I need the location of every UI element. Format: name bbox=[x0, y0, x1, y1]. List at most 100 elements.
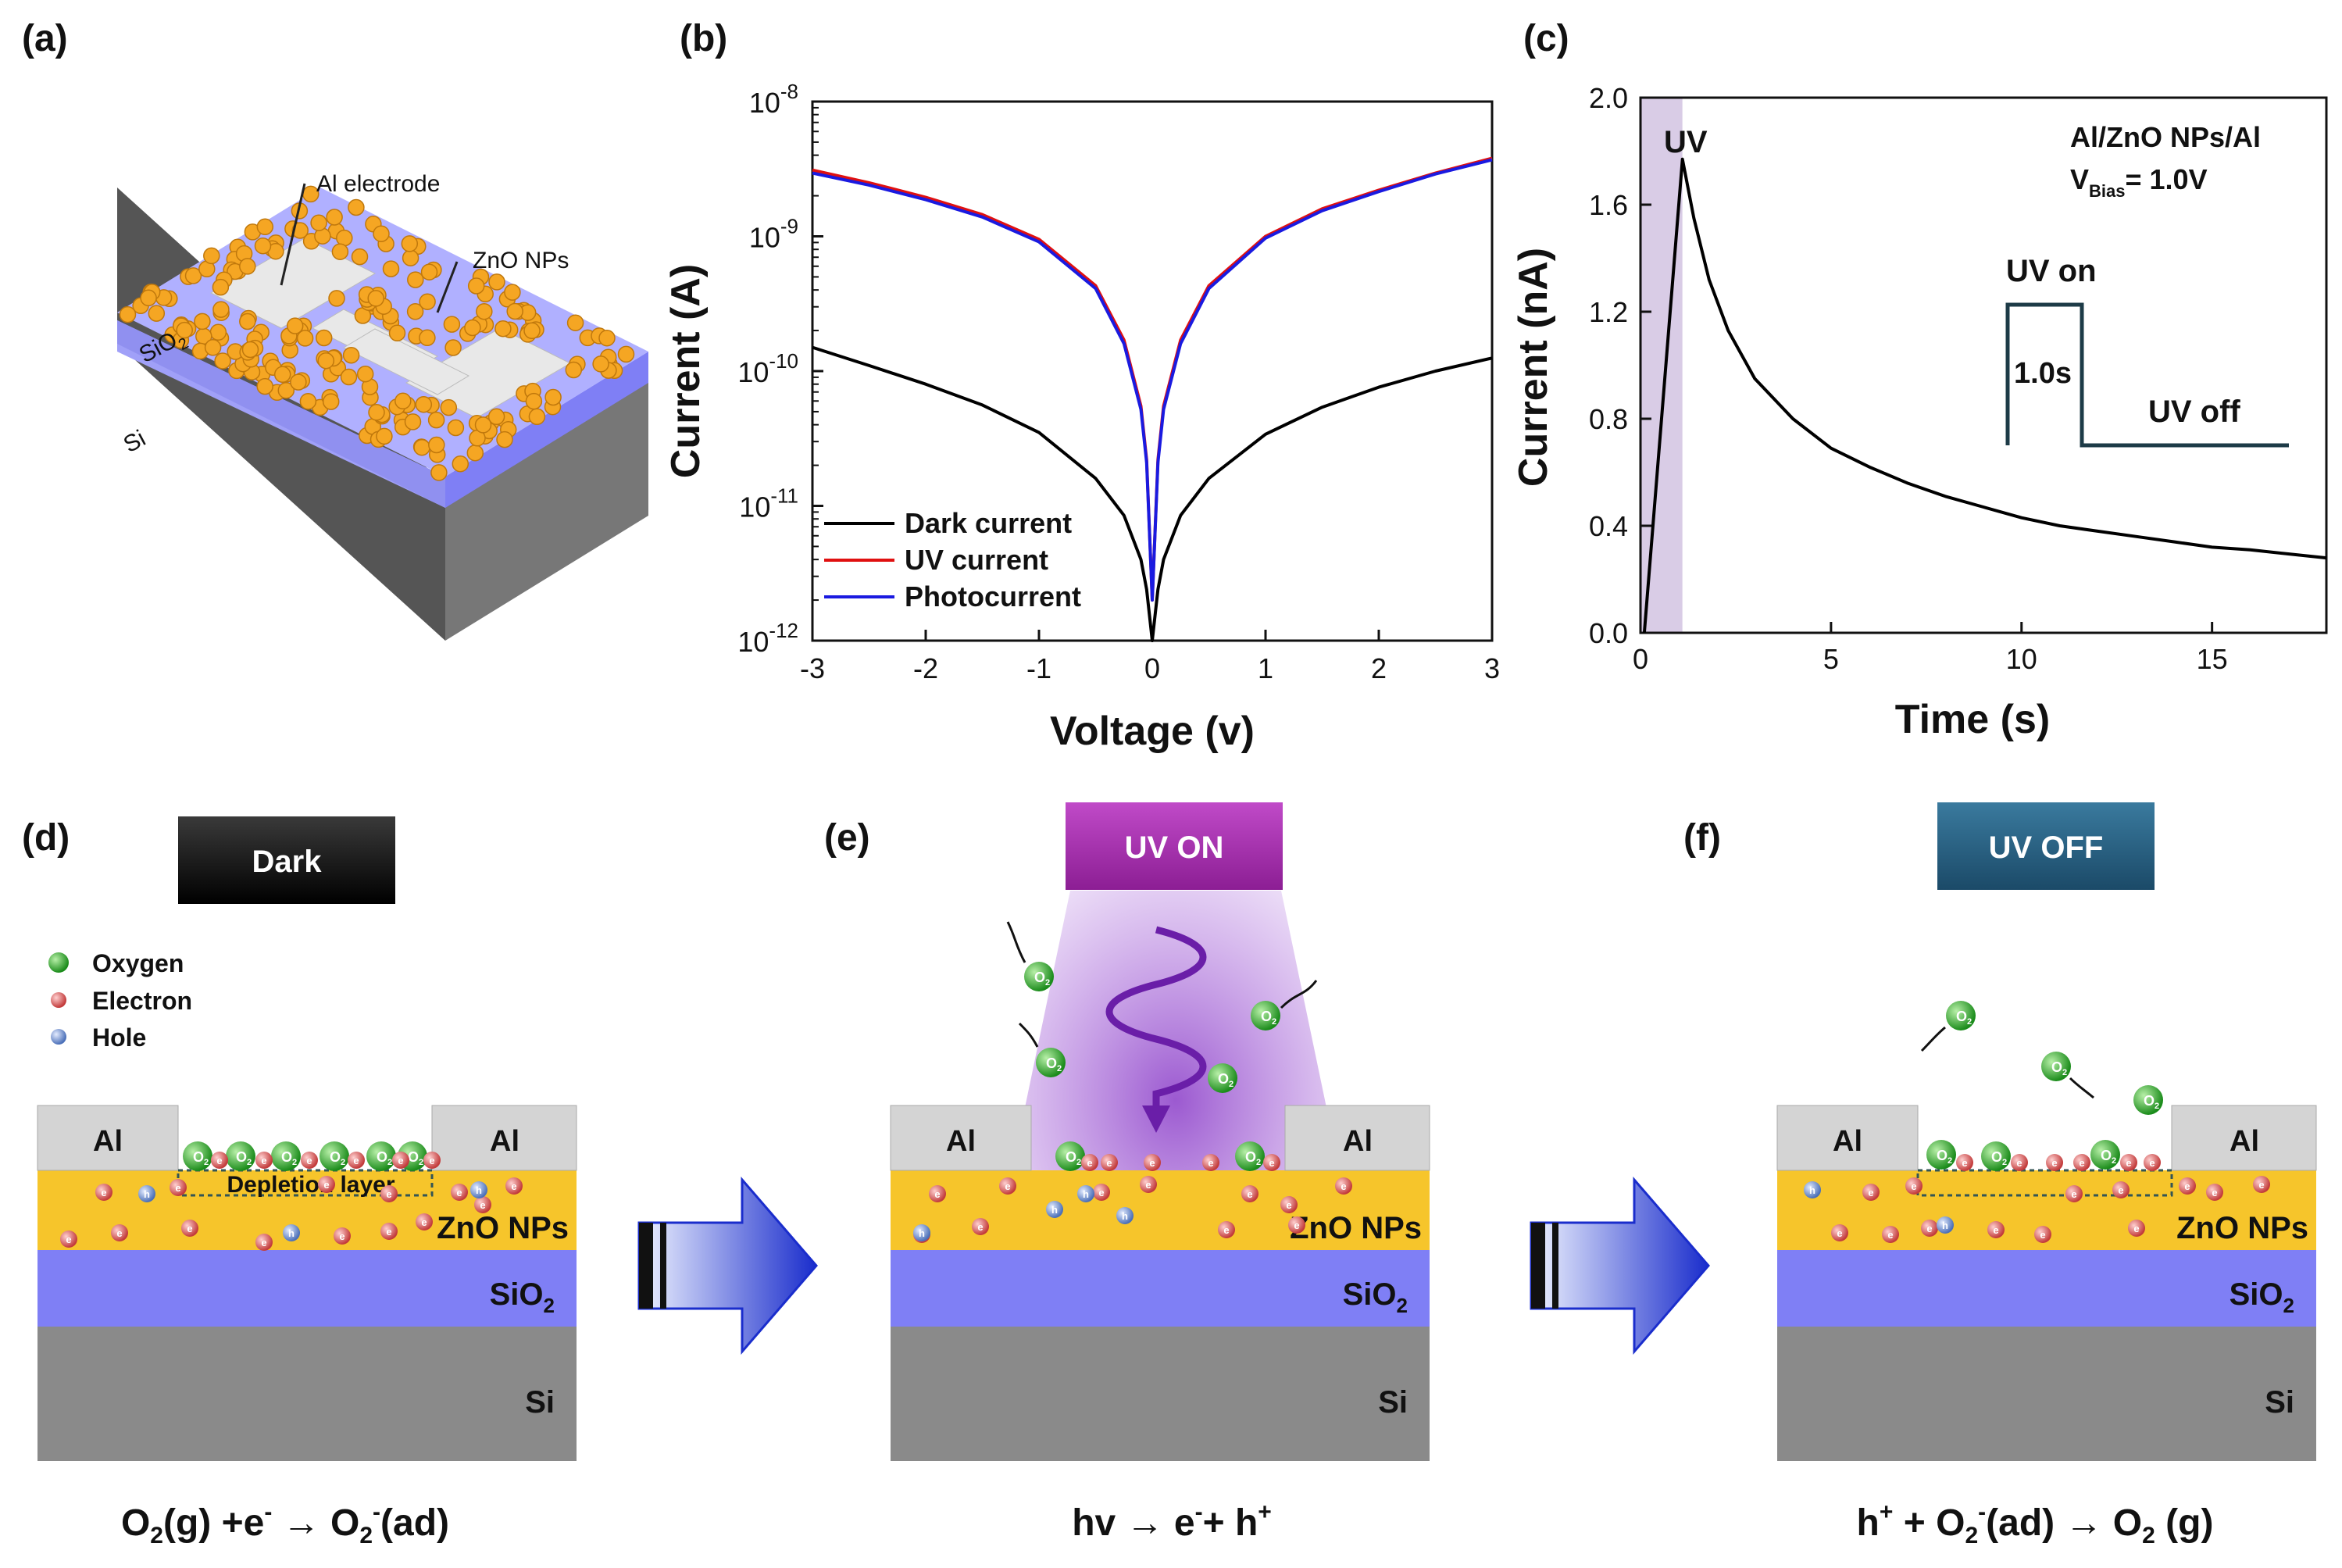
svg-text:e: e bbox=[2212, 1187, 2217, 1198]
svg-text:e: e bbox=[1286, 1199, 1291, 1211]
oxygen-molecule: O2 bbox=[366, 1141, 396, 1171]
svg-text:O2: O2 bbox=[408, 1149, 423, 1167]
nanoparticle bbox=[342, 346, 360, 364]
equation-uv-on: hv → e-+ h+ bbox=[1072, 1499, 1272, 1544]
si-layer-label: Si bbox=[120, 426, 150, 459]
iv-series-photo bbox=[812, 158, 1493, 602]
transient-series bbox=[1642, 157, 2327, 634]
bias-info: VBias= 1.0V bbox=[2070, 163, 2208, 201]
svg-text:e: e bbox=[2079, 1157, 2084, 1169]
electron-particle: e bbox=[2120, 1154, 2137, 1171]
electron-particle: e bbox=[2073, 1154, 2090, 1171]
svg-text:O2: O2 bbox=[377, 1149, 392, 1167]
electron-particle: e bbox=[1987, 1221, 2005, 1238]
hole-particle: h bbox=[913, 1224, 930, 1241]
nanoparticle bbox=[394, 392, 412, 410]
svg-text:e: e bbox=[2126, 1157, 2131, 1169]
oxygen-molecule: O2 bbox=[320, 1141, 349, 1171]
electron-particle: e bbox=[2112, 1181, 2130, 1198]
desorption-arrow bbox=[2069, 1077, 2094, 1099]
legend-electron-label: Electron bbox=[92, 987, 192, 1015]
nanoparticle bbox=[310, 214, 327, 231]
nanoparticle bbox=[488, 273, 505, 291]
oxygen-molecule: O2 bbox=[2133, 1085, 2163, 1115]
legend-label-dark: Dark current bbox=[905, 507, 1072, 539]
legend-hole-icon bbox=[51, 1029, 66, 1045]
nanoparticle bbox=[566, 314, 584, 331]
svg-text:e: e bbox=[934, 1188, 940, 1200]
svg-text:h: h bbox=[1809, 1184, 1815, 1196]
iv-series-lines bbox=[812, 156, 1493, 642]
svg-text:e: e bbox=[386, 1226, 391, 1238]
transient-x-axis-title: Time (s) bbox=[1895, 697, 2050, 742]
nanoparticle bbox=[402, 249, 419, 266]
svg-text:e: e bbox=[2016, 1157, 2022, 1169]
svg-text:h: h bbox=[1942, 1220, 1948, 1231]
al-label-left: Al bbox=[93, 1125, 123, 1158]
si-side-face bbox=[445, 359, 648, 641]
nanoparticle bbox=[413, 438, 430, 456]
svg-text:e: e bbox=[2133, 1223, 2139, 1234]
sio2-front-edge bbox=[117, 320, 445, 508]
nanoparticle bbox=[487, 408, 505, 426]
zno-layer-label: ZnO NPs bbox=[2176, 1211, 2308, 1245]
al-electrode-right bbox=[2171, 1105, 2317, 1171]
nanoparticle bbox=[452, 455, 469, 473]
transient-y-tick-label: 1.2 bbox=[1589, 296, 1628, 328]
svg-text:O2: O2 bbox=[236, 1149, 252, 1167]
nanoparticle bbox=[476, 302, 493, 320]
sio2-side-face bbox=[445, 352, 648, 508]
electrode-leader-line bbox=[280, 183, 306, 286]
svg-text:h: h bbox=[476, 1184, 482, 1196]
iv-y-tick-label: 10-10 bbox=[737, 349, 798, 388]
nanoparticle bbox=[204, 339, 222, 356]
pulse-off-label: UV off bbox=[2148, 395, 2240, 429]
nanoparticle bbox=[406, 303, 424, 320]
zno-layer-label: ZnO NPs bbox=[437, 1211, 569, 1245]
svg-text:e: e bbox=[323, 1179, 329, 1191]
si-layer-label: Si bbox=[1378, 1385, 1408, 1420]
desorption-arrow bbox=[1006, 921, 1026, 963]
uv-on-badge bbox=[1066, 802, 1283, 890]
electron-particle: e bbox=[2034, 1226, 2051, 1243]
pulse-width-label: 1.0s bbox=[2014, 357, 2072, 390]
svg-text:e: e bbox=[1911, 1180, 1916, 1192]
svg-text:e: e bbox=[2118, 1184, 2123, 1196]
electron-particle: e bbox=[929, 1185, 946, 1202]
svg-text:e: e bbox=[1208, 1157, 1213, 1169]
oxygen-molecule: O2 bbox=[2090, 1140, 2120, 1170]
electron-particle: e bbox=[1081, 1154, 1098, 1171]
svg-text:e: e bbox=[66, 1234, 71, 1245]
nanoparticle bbox=[322, 393, 340, 410]
svg-text:e: e bbox=[1868, 1187, 1873, 1198]
svg-text:O2: O2 bbox=[1034, 970, 1050, 988]
electron-particle: e bbox=[255, 1234, 273, 1251]
nanoparticle bbox=[430, 464, 448, 481]
svg-text:e: e bbox=[339, 1230, 345, 1242]
svg-text:O2: O2 bbox=[281, 1149, 297, 1167]
sio2-layer-label: SiO2 bbox=[490, 1277, 555, 1317]
nanoparticle bbox=[214, 352, 231, 370]
svg-text:e: e bbox=[456, 1187, 462, 1198]
hole-particle: h bbox=[1116, 1207, 1134, 1224]
nps-leader-line bbox=[436, 261, 459, 313]
desorption-arrow bbox=[1018, 1022, 1039, 1048]
panel-label-a: (a) bbox=[22, 18, 68, 59]
si-layer bbox=[37, 1327, 577, 1461]
svg-text:e: e bbox=[2051, 1157, 2057, 1169]
hole-particle: h bbox=[1937, 1216, 1954, 1234]
iv-y-axis-title: Current (A) bbox=[663, 264, 709, 478]
oxygen-molecule: O2 bbox=[1926, 1140, 1956, 1170]
svg-text:O2: O2 bbox=[1261, 1009, 1276, 1027]
electron-particle: e bbox=[1288, 1216, 1305, 1234]
oxygen-molecule: O2 bbox=[1946, 1001, 1976, 1030]
nanoparticle bbox=[496, 430, 513, 448]
electron-particle: e bbox=[211, 1152, 228, 1169]
svg-text:e: e bbox=[353, 1155, 359, 1166]
electron-particle: e bbox=[95, 1184, 112, 1201]
nanoparticle bbox=[286, 317, 304, 334]
electron-particle: e bbox=[1140, 1176, 1157, 1193]
nanoparticle bbox=[273, 366, 291, 384]
